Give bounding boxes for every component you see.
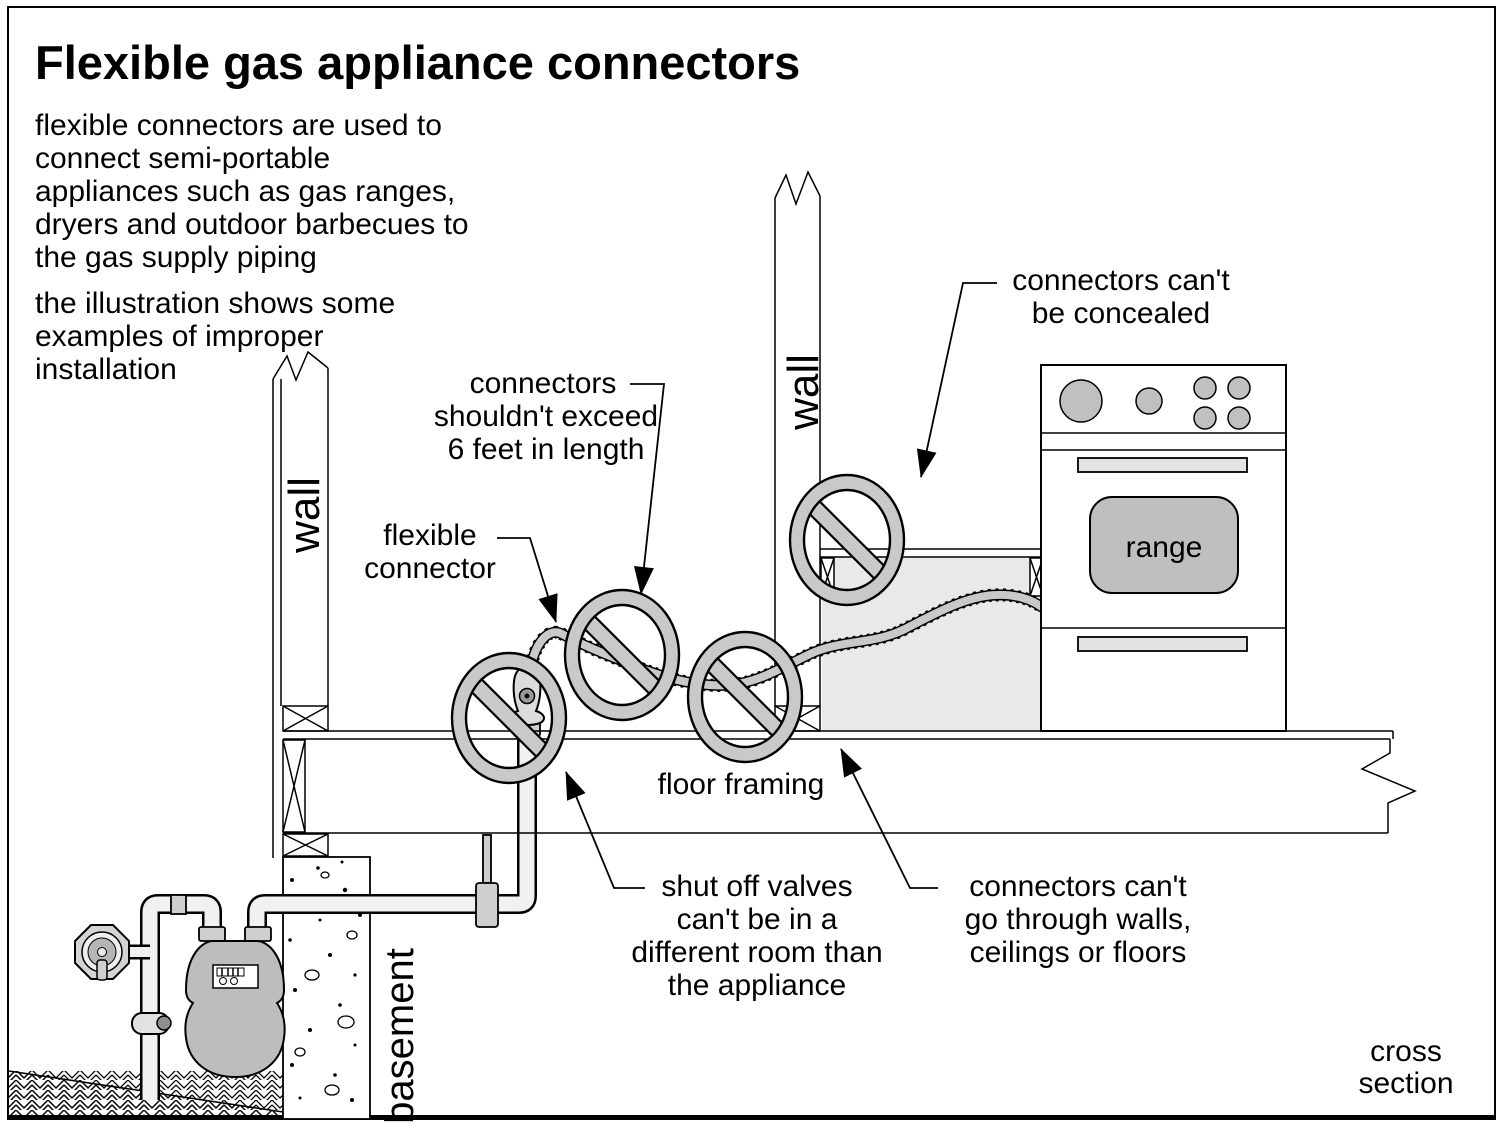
label-wall-right: wall	[779, 354, 828, 431]
label-flexible-connector: flexible connector	[364, 519, 496, 585]
gas-supply-piping	[130, 728, 537, 1100]
svg-text:section: section	[1358, 1067, 1453, 1100]
svg-text:the illustration shows some: the illustration shows some	[35, 287, 395, 320]
meter-dial-display	[212, 964, 259, 989]
intro-paragraph-1: flexible connectors are used to connect …	[35, 109, 469, 274]
pipe-union	[170, 894, 187, 915]
sill-plate-cross-section-icon	[282, 833, 329, 857]
svg-text:the appliance: the appliance	[668, 969, 846, 1002]
page-title: Flexible gas appliance connectors	[35, 36, 800, 89]
svg-text:shouldn't exceed: shouldn't exceed	[434, 400, 658, 433]
wall-break-icon	[272, 350, 329, 383]
gas-meter	[184, 926, 286, 1079]
svg-text:cross: cross	[1370, 1035, 1442, 1068]
svg-text:connectors can't: connectors can't	[969, 870, 1187, 903]
range-appliance: range	[1040, 364, 1287, 732]
svg-text:6 feet in length: 6 feet in length	[448, 433, 645, 466]
svg-text:installation: installation	[35, 353, 177, 386]
right-wall	[774, 170, 821, 706]
burner-small	[1193, 406, 1217, 430]
svg-text:appliances such as gas ranges,: appliances such as gas ranges,	[35, 175, 455, 208]
svg-text:examples of improper: examples of improper	[35, 320, 323, 353]
prohibition-icon	[788, 473, 906, 607]
label-through-walls: connectors can't go through walls, ceili…	[965, 870, 1192, 969]
burner-medium	[1135, 387, 1163, 415]
left-wall	[272, 350, 329, 858]
svg-text:different room than: different room than	[631, 936, 882, 969]
burner-small	[1193, 376, 1217, 400]
drawer-handle	[1077, 636, 1248, 652]
svg-text:connectors can't: connectors can't	[1012, 264, 1230, 297]
range-label: range	[1126, 531, 1203, 564]
label-cross-section: cross section	[1358, 1035, 1453, 1100]
burner-small	[1227, 376, 1251, 400]
leader-line-exceed	[630, 383, 666, 595]
svg-text:the gas supply piping: the gas supply piping	[35, 241, 317, 274]
drip-leg-pipe	[482, 834, 492, 884]
svg-text:connect semi-portable: connect semi-portable	[35, 142, 330, 175]
svg-text:be concealed: be concealed	[1032, 297, 1210, 330]
wall-break-icon	[774, 170, 821, 207]
rim-joist-cross-section-icon	[282, 739, 306, 833]
prohibition-icon	[450, 651, 568, 785]
svg-text:can't be in a: can't be in a	[677, 903, 838, 936]
label-floor-framing: floor framing	[658, 768, 825, 801]
label-basement: basement	[378, 948, 422, 1124]
svg-text:dryers and outdoor barbecues t: dryers and outdoor barbecues to	[35, 208, 469, 241]
leader-line-concealed	[916, 282, 997, 478]
pipe-tee	[475, 882, 499, 928]
prohibition-icon	[563, 588, 681, 722]
burner-large	[1059, 379, 1103, 423]
svg-text:go through walls,: go through walls,	[965, 903, 1192, 936]
leader-line-through	[840, 748, 938, 889]
gas-regulator	[74, 924, 130, 981]
svg-text:flexible connectors are used t: flexible connectors are used to	[35, 109, 442, 142]
leader-line-shutoff	[565, 771, 645, 889]
shutoff-valve-basement	[131, 1012, 172, 1035]
svg-text:ceilings or floors: ceilings or floors	[970, 936, 1187, 969]
label-wall-left: wall	[280, 477, 329, 554]
prohibition-icon	[686, 630, 804, 764]
label-shutoff-valves: shut off valves can't be in a different …	[631, 870, 882, 1002]
oven-window	[1089, 496, 1239, 594]
svg-text:connector: connector	[364, 552, 496, 585]
label-concealed: connectors can't be concealed	[1012, 264, 1230, 330]
floor-break-icon	[1360, 739, 1417, 833]
svg-text:shut off valves: shut off valves	[661, 870, 852, 903]
leader-line-flexible	[497, 537, 558, 623]
floor-framing	[282, 730, 1417, 857]
svg-text:connectors: connectors	[470, 367, 617, 400]
svg-text:flexible: flexible	[383, 519, 476, 552]
intro-paragraph-2: the illustration shows some examples of …	[35, 287, 395, 386]
label-exceed: connectors shouldn't exceed 6 feet in le…	[434, 367, 658, 466]
oven-handle	[1077, 457, 1248, 473]
burner-small	[1227, 406, 1251, 430]
framing-cross-section-icon	[282, 705, 329, 732]
